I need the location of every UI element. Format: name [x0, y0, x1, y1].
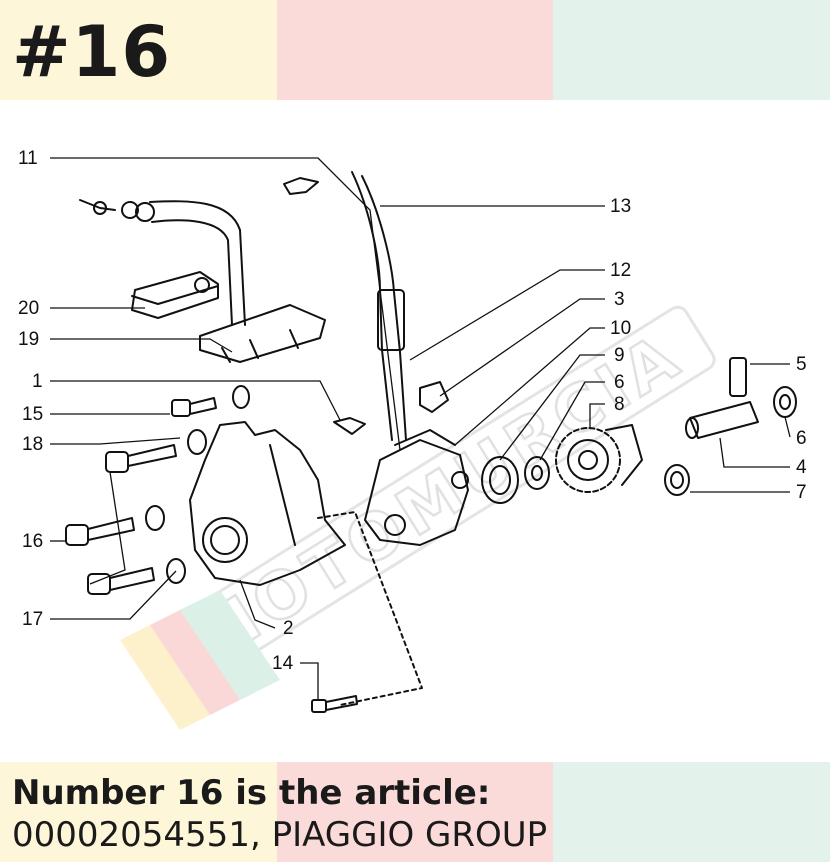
callout-18: 18	[22, 434, 43, 455]
callout-3: 3	[614, 289, 625, 310]
screw-15	[171, 397, 217, 417]
screw-16-lower	[65, 517, 135, 546]
screw-14	[311, 695, 358, 713]
callout-6-right: 6	[796, 428, 807, 449]
leader-lines	[50, 157, 791, 700]
footer-band-mint	[553, 762, 830, 862]
watermark-logo: MOTOMURCIA	[120, 305, 716, 730]
article-caption: Number 16 is the article:	[12, 773, 491, 813]
pin	[729, 357, 747, 397]
callout-15: 15	[22, 404, 43, 425]
sealing-washer-3	[419, 381, 449, 413]
washer-6-right	[773, 386, 797, 418]
callout-5: 5	[796, 354, 807, 375]
pump-cover	[189, 421, 346, 586]
article-number-line: 00002054551, PIAGGIO GROUP	[12, 815, 548, 855]
callout-16: 16	[22, 531, 43, 552]
drive-shaft	[685, 401, 759, 439]
mounting-plate	[199, 304, 326, 363]
callout-13: 13	[610, 196, 631, 217]
callout-10: 10	[610, 318, 631, 339]
screw-17	[87, 567, 155, 595]
pump-control-cable	[79, 199, 246, 326]
seal-ring-9	[481, 456, 519, 504]
assembly-line	[317, 511, 423, 706]
drive-gear	[555, 424, 643, 493]
callout-8: 8	[614, 394, 625, 415]
header-band-mint	[553, 0, 830, 100]
part-number-title: #16	[12, 11, 172, 93]
header-band-pink	[276, 0, 554, 100]
footer-band-pink	[276, 762, 554, 862]
callout-1: 1	[32, 371, 43, 392]
header-band	[0, 0, 830, 100]
circlip	[664, 464, 690, 496]
callout-19: 19	[18, 329, 39, 350]
callout-4: 4	[796, 457, 807, 478]
washer-18	[145, 385, 250, 584]
header-band-yellow	[0, 0, 277, 100]
callout-9: 9	[614, 345, 625, 366]
cable-bracket	[131, 271, 219, 319]
callout-11: 11	[18, 148, 38, 169]
callout-20: 20	[18, 298, 39, 319]
callout-labels: 11 20 19 1 15 18 16 17 2 14 13 12 3 10 9…	[18, 148, 807, 674]
oil-pipe	[351, 171, 407, 441]
callout-17: 17	[22, 609, 43, 630]
exploded-parts-diagram: MOTOMURCIA	[18, 148, 807, 730]
retaining-clip	[283, 177, 366, 435]
callout-2: 2	[283, 618, 294, 639]
callout-6-top: 6	[614, 372, 625, 393]
footer-band	[0, 762, 830, 862]
washer-6-left	[524, 456, 550, 490]
screw-16-upper	[105, 444, 177, 473]
callout-12: 12	[610, 260, 631, 281]
callout-14: 14	[272, 653, 294, 674]
footer-band-yellow	[0, 762, 277, 862]
callout-7: 7	[796, 482, 807, 503]
oil-pump-body	[364, 429, 469, 546]
